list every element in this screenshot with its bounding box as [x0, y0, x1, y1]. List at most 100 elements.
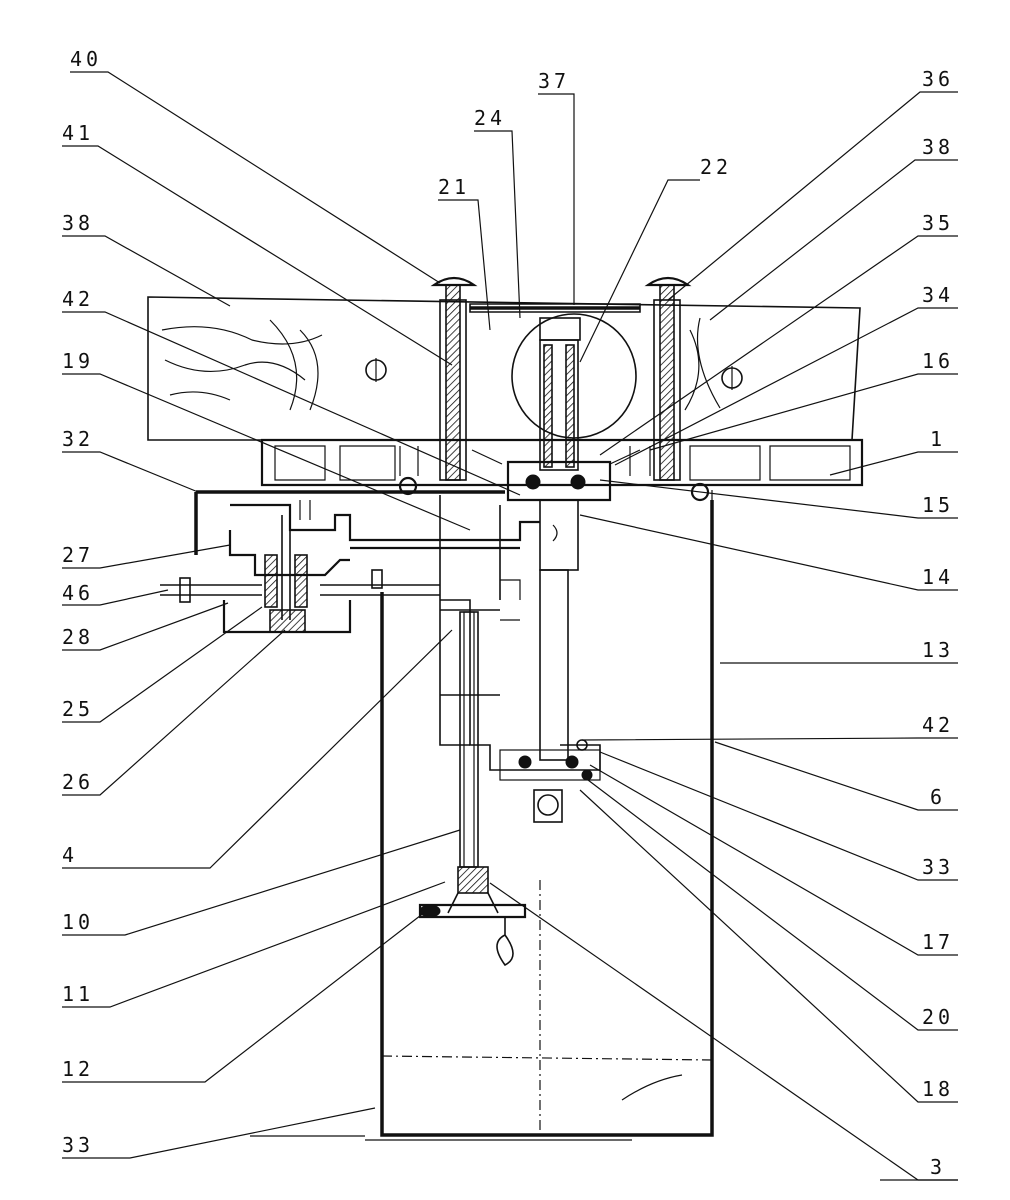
label-14: 14 — [922, 565, 954, 589]
leader-42r — [581, 737, 958, 741]
leader-21 — [438, 199, 491, 331]
leader-22 — [579, 179, 700, 363]
leader-26 — [62, 629, 286, 796]
label-4: 4 — [62, 843, 78, 867]
leader-32 — [62, 451, 199, 493]
label-12: 12 — [62, 1057, 94, 1081]
leader-lines — [62, 71, 958, 1181]
bearing-lower-left — [518, 755, 532, 769]
gear-bearing-right — [294, 554, 308, 608]
bearing-lower-right — [565, 755, 579, 769]
label-18: 18 — [922, 1077, 954, 1101]
leader-18 — [579, 789, 958, 1103]
column-4 — [439, 495, 501, 746]
rod-left — [445, 284, 461, 481]
plate-bolt-left — [398, 476, 418, 496]
leader-36 — [667, 91, 958, 301]
leader-35 — [599, 235, 958, 456]
drawing-body — [147, 276, 864, 1141]
label-36: 36 — [922, 67, 954, 91]
plate-bolt-right — [690, 482, 710, 502]
leader-33l — [62, 1107, 376, 1159]
label-16: 16 — [922, 349, 954, 373]
label-34: 34 — [922, 283, 954, 307]
label-38-left: 38 — [62, 211, 94, 235]
housing-texture — [161, 319, 323, 411]
leader-6 — [714, 741, 958, 811]
lower-block — [440, 599, 601, 771]
label-42-left: 42 — [62, 287, 94, 311]
label-20: 20 — [922, 1005, 954, 1029]
label-28: 28 — [62, 625, 94, 649]
bearing-15-left — [525, 474, 541, 490]
knob-left — [430, 276, 478, 287]
label-13: 13 — [922, 638, 954, 662]
plate-cavities — [274, 445, 851, 481]
leader-17 — [589, 764, 958, 956]
leader-12 — [62, 911, 426, 1083]
leader-10 — [62, 829, 461, 936]
label-33-right: 33 — [922, 855, 954, 879]
label-24: 24 — [474, 106, 506, 130]
leader-33r — [599, 751, 958, 881]
leader-14 — [579, 514, 958, 591]
shaft-13 — [539, 569, 569, 761]
leader-15 — [599, 479, 958, 519]
upper-housing — [147, 296, 861, 441]
label-17: 17 — [922, 930, 954, 954]
leader-28 — [62, 602, 229, 651]
rod-right — [659, 284, 675, 481]
nozzle-coupling — [457, 866, 489, 894]
labels-left: 40 41 38 42 19 32 27 46 28 25 26 4 10 11… — [62, 47, 102, 1157]
label-19: 19 — [62, 349, 94, 373]
leader-20 — [587, 779, 958, 1031]
label-25: 25 — [62, 697, 94, 721]
label-22: 22 — [700, 155, 732, 179]
leader-24 — [474, 130, 521, 319]
label-15: 15 — [922, 493, 954, 517]
label-38-right: 38 — [922, 135, 954, 159]
label-35: 35 — [922, 211, 954, 235]
spindle-housing — [539, 339, 579, 471]
label-32: 32 — [62, 427, 94, 451]
leader-41 — [62, 145, 453, 366]
label-10: 10 — [62, 910, 94, 934]
knob-right — [644, 276, 692, 287]
leader-1 — [829, 451, 958, 476]
label-6: 6 — [930, 785, 946, 809]
label-40: 40 — [70, 47, 102, 71]
pipe-32 — [194, 490, 505, 555]
bearing-15-right — [570, 474, 586, 490]
leader-27 — [62, 544, 231, 569]
leader-16 — [649, 373, 958, 451]
leader-40 — [70, 71, 441, 284]
label-37: 37 — [538, 69, 570, 93]
leader-11 — [62, 881, 446, 1008]
leader-19 — [62, 373, 471, 531]
leader-38r — [709, 159, 958, 321]
floor-line — [250, 1135, 632, 1141]
drive-shaft-46 — [160, 584, 440, 596]
label-3: 3 — [930, 1155, 946, 1179]
label-11: 11 — [62, 982, 94, 1006]
leader-34 — [614, 307, 958, 466]
rod-10 — [459, 611, 479, 868]
label-1: 1 — [930, 427, 946, 451]
labels-top: 37 24 21 22 — [438, 69, 732, 199]
label-46: 46 — [62, 581, 94, 605]
labels-right: 36 38 35 34 16 1 15 14 13 42 6 33 17 20 … — [922, 67, 954, 1179]
label-27: 27 — [62, 543, 94, 567]
leader-42l — [62, 311, 521, 496]
label-42-right: 42 — [922, 713, 954, 737]
label-21: 21 — [438, 175, 470, 199]
label-41: 41 — [62, 121, 94, 145]
leader-37 — [538, 93, 575, 305]
gear-housing-upper — [230, 503, 540, 542]
gear-bearing-left — [264, 554, 278, 608]
leader-25 — [62, 606, 263, 723]
vessel-level-line — [381, 1055, 713, 1061]
housing-texture-right — [684, 317, 721, 411]
label-33-left: 33 — [62, 1133, 94, 1157]
